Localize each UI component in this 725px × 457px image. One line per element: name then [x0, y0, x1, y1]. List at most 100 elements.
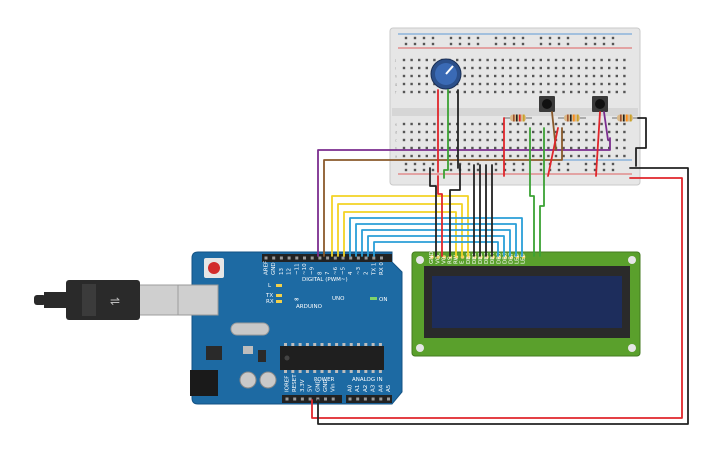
rail-hole[interactable] — [449, 42, 453, 46]
header-pin[interactable] — [348, 397, 352, 401]
resistor-3[interactable] — [612, 114, 638, 122]
wire-green-pot[interactable] — [443, 89, 449, 179]
breadboard-hole[interactable] — [600, 66, 603, 70]
rail-hole[interactable] — [503, 162, 507, 166]
lcd-pin[interactable] — [442, 255, 447, 259]
breadboard-hole[interactable] — [418, 66, 421, 70]
pushbutton-2-cap[interactable] — [595, 99, 605, 109]
breadboard-hole[interactable] — [501, 58, 504, 62]
header-pin[interactable] — [295, 256, 299, 260]
breadboard-hole[interactable] — [562, 130, 565, 134]
header-pin[interactable] — [349, 256, 353, 260]
breadboard-hole[interactable] — [478, 122, 482, 126]
breadboard-hole[interactable] — [562, 146, 565, 150]
breadboard-hole[interactable] — [577, 82, 580, 86]
breadboard-hole[interactable] — [402, 82, 406, 86]
breadboard-hole[interactable] — [539, 138, 542, 142]
breadboard-hole[interactable] — [501, 154, 504, 158]
breadboard-hole[interactable] — [440, 122, 444, 126]
breadboard-hole[interactable] — [585, 130, 588, 134]
breadboard-hole[interactable] — [418, 146, 421, 150]
breadboard-hole[interactable] — [524, 130, 527, 134]
breadboard-hole[interactable] — [547, 146, 550, 150]
rail-hole[interactable] — [458, 36, 462, 40]
rail-hole[interactable] — [512, 36, 516, 40]
rail-hole[interactable] — [566, 162, 570, 166]
header-pin[interactable] — [318, 256, 322, 260]
breadboard-hole[interactable] — [471, 122, 474, 126]
usb-cable[interactable]: ⇌ — [34, 280, 179, 320]
breadboard-hole[interactable] — [410, 146, 413, 150]
rail-hole[interactable] — [611, 168, 615, 172]
rail-hole[interactable] — [404, 162, 408, 166]
breadboard-hole[interactable] — [478, 138, 482, 142]
breadboard-hole[interactable] — [562, 58, 565, 62]
rail-hole[interactable] — [503, 36, 507, 40]
rail-hole[interactable] — [512, 168, 516, 172]
breadboard-hole[interactable] — [600, 130, 603, 134]
breadboard-hole[interactable] — [509, 90, 512, 94]
breadboard-hole[interactable] — [433, 130, 436, 134]
breadboard-hole[interactable] — [608, 90, 611, 94]
breadboard-hole[interactable] — [615, 74, 618, 78]
header-pin[interactable] — [324, 397, 327, 401]
breadboard-hole[interactable] — [539, 82, 542, 86]
breadboard-hole[interactable] — [418, 58, 421, 62]
rail-hole[interactable] — [494, 36, 498, 40]
breadboard-hole[interactable] — [478, 90, 482, 94]
rail-hole[interactable] — [521, 42, 525, 46]
breadboard-hole[interactable] — [486, 154, 489, 158]
header-pin[interactable] — [287, 256, 291, 260]
breadboard-hole[interactable] — [509, 130, 512, 134]
breadboard-hole[interactable] — [433, 154, 436, 158]
breadboard-hole[interactable] — [410, 58, 413, 62]
rail-hole[interactable] — [404, 42, 408, 46]
rail-hole[interactable] — [566, 36, 570, 40]
breadboard-hole[interactable] — [402, 58, 406, 62]
breadboard-hole[interactable] — [425, 154, 428, 158]
breadboard-hole[interactable] — [494, 82, 497, 86]
breadboard-hole[interactable] — [524, 122, 527, 126]
breadboard-hole[interactable] — [471, 66, 474, 70]
breadboard-hole[interactable] — [623, 130, 626, 134]
breadboard-hole[interactable] — [585, 82, 588, 86]
breadboard-hole[interactable] — [547, 130, 550, 134]
breadboard-hole[interactable] — [554, 82, 558, 86]
breadboard-hole[interactable] — [516, 154, 520, 158]
breadboard-hole[interactable] — [501, 74, 504, 78]
breadboard-hole[interactable] — [623, 146, 626, 150]
breadboard-hole[interactable] — [425, 130, 428, 134]
breadboard-hole[interactable] — [539, 74, 542, 78]
breadboard-hole[interactable] — [410, 90, 413, 94]
breadboard-hole[interactable] — [539, 154, 542, 158]
breadboard-hole[interactable] — [554, 154, 558, 158]
breadboard-hole[interactable] — [486, 90, 489, 94]
breadboard-hole[interactable] — [615, 122, 618, 126]
header-pin[interactable] — [285, 397, 289, 401]
breadboard-hole[interactable] — [539, 66, 542, 70]
rail-hole[interactable] — [458, 42, 462, 46]
rail-hole[interactable] — [557, 168, 561, 172]
breadboard-hole[interactable] — [554, 130, 558, 134]
breadboard-hole[interactable] — [410, 74, 413, 78]
breadboard-hole[interactable] — [592, 82, 596, 86]
wire-yellow-3[interactable] — [343, 211, 457, 257]
breadboard-hole[interactable] — [532, 82, 535, 86]
wire-red-lcd-vcc[interactable] — [437, 175, 443, 257]
breadboard-hole[interactable] — [425, 146, 428, 150]
breadboard-hole[interactable] — [516, 82, 520, 86]
breadboard-hole[interactable] — [509, 138, 512, 142]
header-pin[interactable] — [364, 256, 368, 260]
breadboard-hole[interactable] — [516, 122, 520, 126]
breadboard-hole[interactable] — [501, 66, 504, 70]
breadboard-hole[interactable] — [615, 130, 618, 134]
lcd-pin[interactable] — [430, 255, 434, 259]
header-pin[interactable] — [293, 397, 297, 401]
rail-hole[interactable] — [521, 168, 525, 172]
breadboard-hole[interactable] — [554, 122, 558, 126]
breadboard-hole[interactable] — [433, 58, 436, 62]
breadboard-hole[interactable] — [623, 66, 626, 70]
breadboard-hole[interactable] — [478, 146, 482, 150]
breadboard-hole[interactable] — [425, 90, 428, 94]
